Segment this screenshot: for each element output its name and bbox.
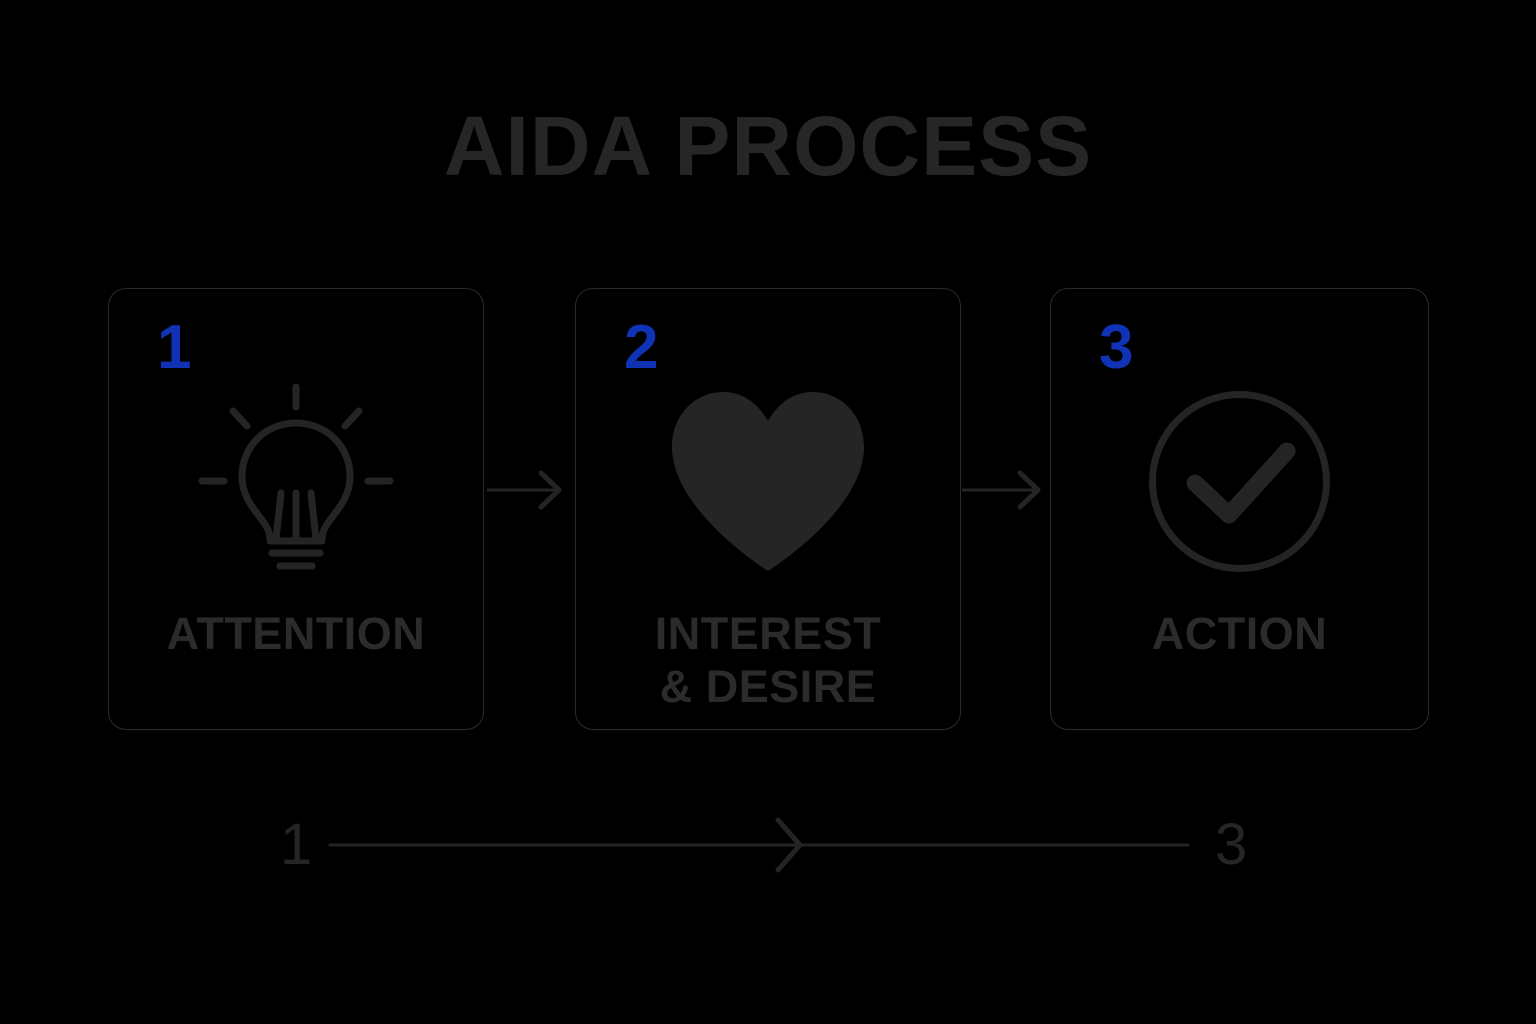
card-label-line1: ATTENTION: [166, 608, 426, 659]
card-number-1: 1: [157, 313, 192, 382]
lightbulb-icon: [109, 381, 483, 581]
card-label-action: ACTION: [1051, 607, 1428, 660]
card-number-2: 2: [624, 313, 659, 382]
process-card-attention[interactable]: 1 ATTENTION: [108, 288, 484, 730]
page-title: AIDA PROCESS: [443, 99, 1093, 193]
timeline-end-label: 3: [1215, 812, 1248, 877]
heart-icon: [576, 381, 960, 581]
timeline-track: [328, 817, 1190, 873]
timeline: 1 3: [270, 806, 1270, 884]
card-label-attention: ATTENTION: [109, 607, 483, 660]
arrow-card2-to-card3: [960, 466, 1046, 514]
timeline-start-label: 1: [280, 812, 313, 877]
process-card-action[interactable]: 3 ACTION: [1050, 288, 1429, 730]
arrow-card1-to-card2: [485, 466, 567, 514]
card-label-interest-desire: INTEREST & DESIRE: [576, 607, 960, 713]
card-number-3: 3: [1099, 313, 1134, 382]
card-label-line2: & DESIRE: [659, 661, 877, 712]
card-label-line1: INTEREST: [654, 608, 882, 659]
process-card-interest-desire[interactable]: 2 INTEREST & DESIRE: [575, 288, 961, 730]
card-label-line1: ACTION: [1151, 608, 1328, 659]
check-circle-icon: [1051, 381, 1428, 581]
